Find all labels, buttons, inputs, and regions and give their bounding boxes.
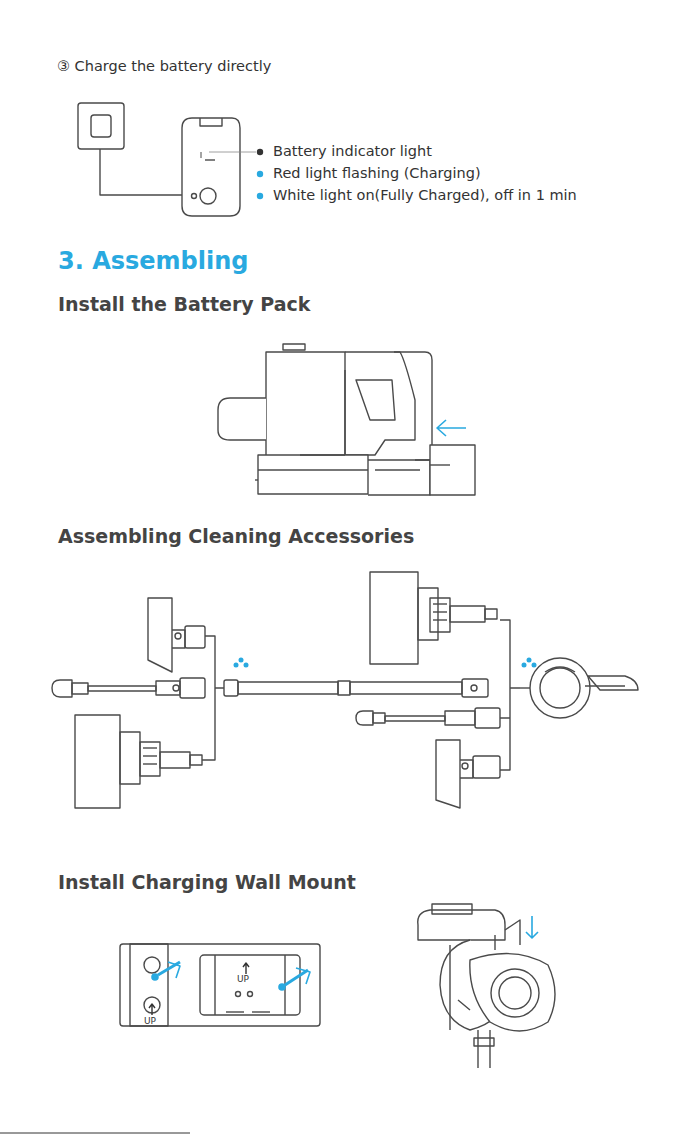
vacuum-on-mount [418, 904, 555, 1068]
charger-battery [78, 103, 263, 216]
wall-mount [120, 944, 320, 1026]
vacuum-battery-install [218, 344, 475, 495]
subheading: Install the Battery Pack [58, 294, 310, 316]
orientation-mark: UP [144, 1016, 156, 1026]
subheading: Assembling Cleaning Accessories [58, 526, 414, 548]
accessories [52, 572, 638, 808]
subheading: Install Charging Wall Mount [58, 872, 356, 894]
indicator-note: Battery indicator light [273, 143, 432, 160]
step-heading: ③ Charge the battery directly [57, 58, 271, 75]
indicator-note: White light on(Fully Charged), off in 1 … [273, 187, 577, 204]
indicator-note: Red light flashing (Charging) [273, 165, 481, 182]
section-heading: 3. Assembling [58, 248, 249, 276]
orientation-mark: UP [237, 974, 249, 984]
